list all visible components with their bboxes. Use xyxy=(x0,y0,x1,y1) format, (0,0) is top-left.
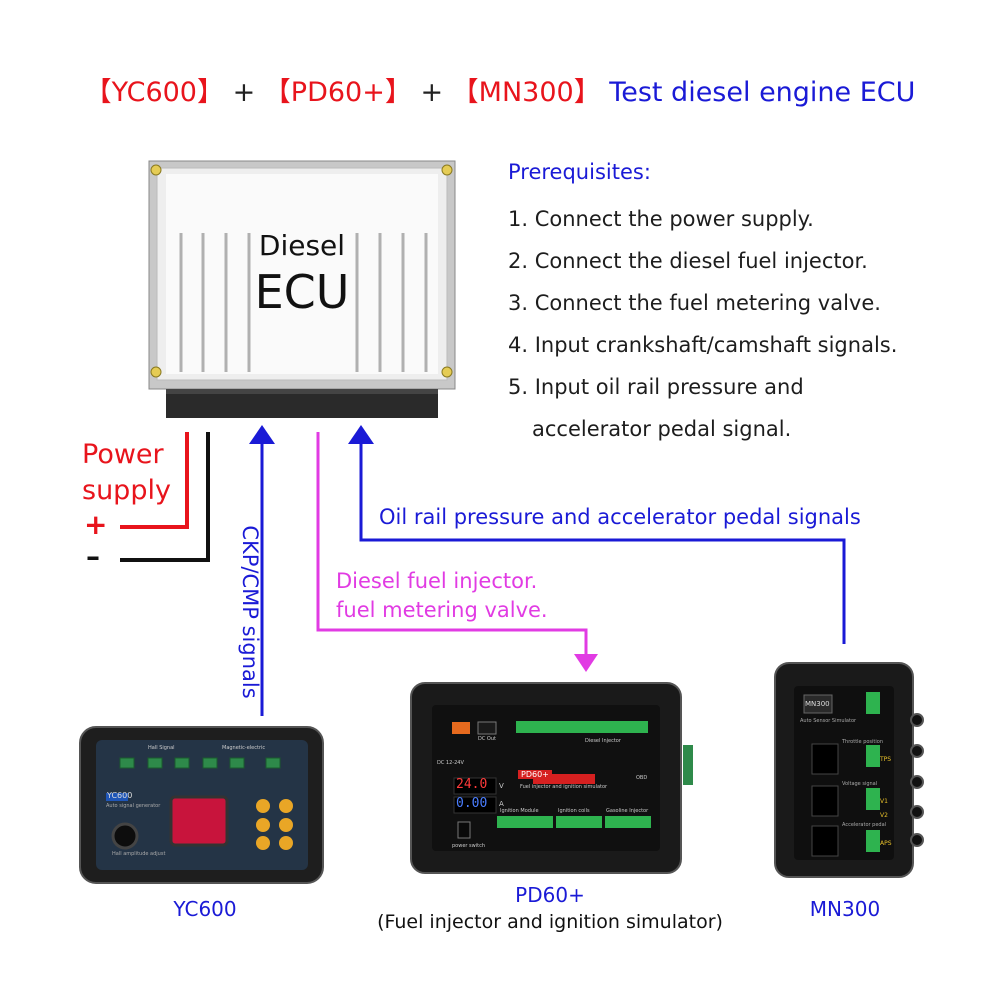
pd60-obd: OBD xyxy=(636,775,648,781)
prerequisites-heading: Prerequisites: xyxy=(508,160,651,184)
prerequisite-item: 4. Input crankshaft/camshaft signals. xyxy=(508,333,898,357)
injector-label-line2: fuel metering valve. xyxy=(336,598,548,622)
yc600-knob-label: Hall amplitude adjust xyxy=(112,851,166,857)
prerequisite-item: 5. Input oil rail pressure and xyxy=(508,375,804,399)
injector-label-line1: Diesel fuel injector. xyxy=(336,569,538,593)
yc600-device xyxy=(79,726,324,884)
pd60-unit-v: V xyxy=(499,782,504,790)
power-supply-line1: Power xyxy=(82,439,164,470)
pd60-ignition-module: Ignition Module xyxy=(500,808,539,814)
mn300-aps: APS xyxy=(880,840,892,847)
yc600-hall-signal: Hall Signal xyxy=(148,745,175,751)
ecu-label-line1: Diesel xyxy=(258,229,346,262)
mn300-voltage-label: Voltage signal xyxy=(842,781,878,787)
pd60-dc-out: DC Out xyxy=(478,736,496,742)
title-plus-2: + xyxy=(420,77,444,108)
title-suffix: Test diesel engine ECU xyxy=(609,77,916,108)
yc600-sub: Auto signal generator xyxy=(106,803,161,809)
oil-rail-signal-line xyxy=(359,441,846,644)
yc600-brand: YC600 xyxy=(107,791,133,800)
prerequisite-item: 1. Connect the power supply. xyxy=(508,207,814,231)
prerequisites-block: Prerequisites: 1. Connect the power supp… xyxy=(508,160,897,450)
yc600-name: YC600 xyxy=(173,897,237,921)
title-pd60: 【PD60+】 xyxy=(263,77,412,108)
mn300-sub: Auto Sensor Simulator xyxy=(800,718,857,724)
yc600-magnetic-signal: Magnetic-electric xyxy=(222,745,266,751)
pd60-ignition-coils: Ignition coils xyxy=(558,808,590,814)
power-positive-wire xyxy=(120,432,189,529)
mn300-tps: TPS xyxy=(880,756,892,763)
mn300-v2: V2 xyxy=(880,812,888,819)
power-supply-label: Power supply xyxy=(82,437,171,509)
power-plus-symbol: + xyxy=(84,508,108,541)
pd60-name: PD60+ xyxy=(515,883,585,907)
title-mn300: 【MN300】 xyxy=(451,77,601,108)
prerequisite-item: accelerator pedal signal. xyxy=(532,417,792,441)
oil-rail-arrowhead xyxy=(348,425,374,444)
mn300-device xyxy=(774,662,924,878)
power-minus-symbol: – xyxy=(86,540,100,573)
oil-rail-label: Oil rail pressure and accelerator pedal … xyxy=(379,505,861,529)
ckp-cmp-label: CKP/CMP signals xyxy=(238,525,262,699)
title-plus-1: + xyxy=(232,77,256,108)
injector-arrowhead xyxy=(574,654,598,672)
mn300-accelerator-label: Accelerator pedal xyxy=(842,822,887,828)
pd60-gasoline-injector: Gasoline Injector xyxy=(606,808,649,814)
pd60-sub: Fuel injector and ignition simulator xyxy=(520,784,608,790)
injector-label: Diesel fuel injector. fuel metering valv… xyxy=(336,567,548,625)
mn300-v1: V1 xyxy=(880,798,888,805)
pd60-current-readout: 0.00 xyxy=(456,796,488,811)
pd60-dc-in: DC 12-24V xyxy=(437,760,464,766)
pd60-unit-a: A xyxy=(499,800,504,808)
ckp-arrowhead xyxy=(249,425,275,444)
pd60-power-switch-label: power switch xyxy=(452,843,486,849)
power-supply-line2: supply xyxy=(82,475,171,506)
pd60-diesel-injector: Diesel Injector xyxy=(585,738,621,744)
pd60-badge: PD60+ xyxy=(518,770,552,779)
ecu-label-line2: ECU xyxy=(254,265,350,319)
mn300-throttle-label: Throttle position xyxy=(842,739,884,745)
injector-signal-line xyxy=(316,432,588,656)
diesel-ecu xyxy=(148,160,456,418)
mn300-brand: MN300 xyxy=(805,700,830,708)
mn300-name: MN300 xyxy=(809,897,881,921)
title-yc600: 【YC600】 xyxy=(84,77,224,108)
page-title: 【YC600】 + 【PD60+】 + 【MN300】 Test diesel … xyxy=(0,70,1000,109)
pd60-voltage-readout: 24.0 xyxy=(456,777,488,792)
pd60-caption: (Fuel injector and ignition simulator) xyxy=(377,911,723,933)
prerequisite-item: 3. Connect the fuel metering valve. xyxy=(508,291,881,315)
prerequisite-item: 2. Connect the diesel fuel injector. xyxy=(508,249,868,273)
power-negative-wire xyxy=(120,432,210,562)
